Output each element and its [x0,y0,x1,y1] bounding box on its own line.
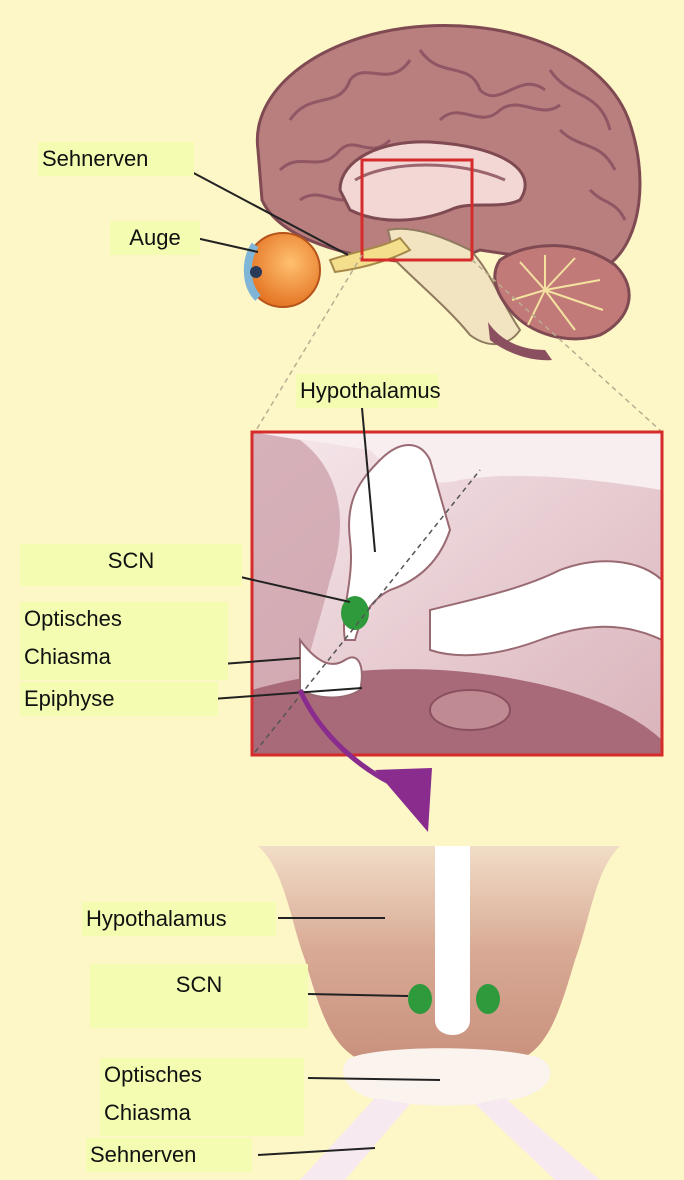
label-scn-section: SCN [90,964,308,1028]
label-hypothalamus-zoom-text: Hypothalamus [300,374,434,408]
label-hypothalamus-section: Hypothalamus [82,902,276,936]
label-hypothalamus-zoom: Hypothalamus [296,374,438,408]
label-optic-chiasm-zoom-line2: Chiasma [24,640,224,674]
scn-left-marker [408,984,432,1014]
label-optic-chiasm-zoom-line1: Optisches [24,602,224,636]
label-hypothalamus-section-text: Hypothalamus [86,902,272,936]
label-optic-nerve-top: Sehnerven [38,142,194,176]
scn-right-marker [476,984,500,1014]
brain-illustration [257,26,640,361]
label-epiphysis-zoom-text: Epiphyse [24,682,214,716]
label-eye-text: Auge [114,221,196,255]
label-scn-section-text: SCN [94,968,304,1002]
label-eye: Auge [110,221,200,255]
label-scn-zoom: SCN [20,544,242,586]
label-optic-chiasm-section-line1: Optisches [104,1058,300,1092]
label-scn-zoom-text: SCN [24,544,238,578]
label-optic-nerve-section: Sehnerven [86,1138,252,1172]
label-optic-chiasm-section: Optisches Chiasma [100,1058,304,1136]
label-epiphysis-zoom: Epiphyse [20,682,218,716]
label-optic-chiasm-zoom: Optisches Chiasma [20,602,228,680]
label-optic-nerve-section-text: Sehnerven [90,1138,248,1172]
cross-section-illustration [258,846,620,1180]
eye-icon [246,233,320,307]
leader-line-eye [196,238,258,252]
label-optic-chiasm-section-line2: Chiasma [104,1096,300,1130]
label-optic-nerve-top-text: Sehnerven [42,142,190,176]
